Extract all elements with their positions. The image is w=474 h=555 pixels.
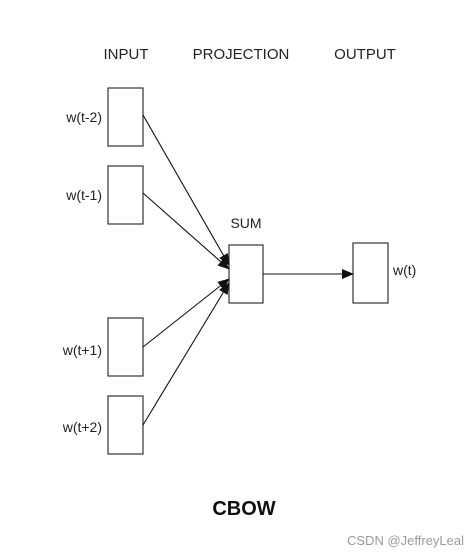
input-box-w-t-1 [107,165,144,225]
watermark: CSDN @JeffreyLeal [347,533,464,548]
arrow-w-t-2-to-sum [142,114,230,266]
arrow-w-t+2-to-sum [142,282,230,426]
input-box-w-t-2 [107,87,144,147]
projection-label: SUM [230,215,261,231]
input-label-w-t+2: w(t+2) [62,419,102,435]
input-box-w-t+2 [107,395,144,455]
input-header: INPUT [104,46,149,63]
output-label: w(t) [392,262,416,278]
projection-header: PROJECTION [193,46,290,63]
input-label-w-t+1: w(t+1) [62,342,102,358]
arrow-w-t+1-to-sum [142,278,230,348]
input-label-w-t-2: w(t-2) [65,109,102,125]
output-header: OUTPUT [334,46,396,63]
output-box-w-t [352,242,389,304]
input-box-w-t+1 [107,317,144,377]
projection-sum-box [228,244,264,304]
input-label-w-t-1: w(t-1) [65,187,102,203]
diagram-caption: CBOW [212,498,275,520]
arrow-w-t-1-to-sum [142,192,230,270]
